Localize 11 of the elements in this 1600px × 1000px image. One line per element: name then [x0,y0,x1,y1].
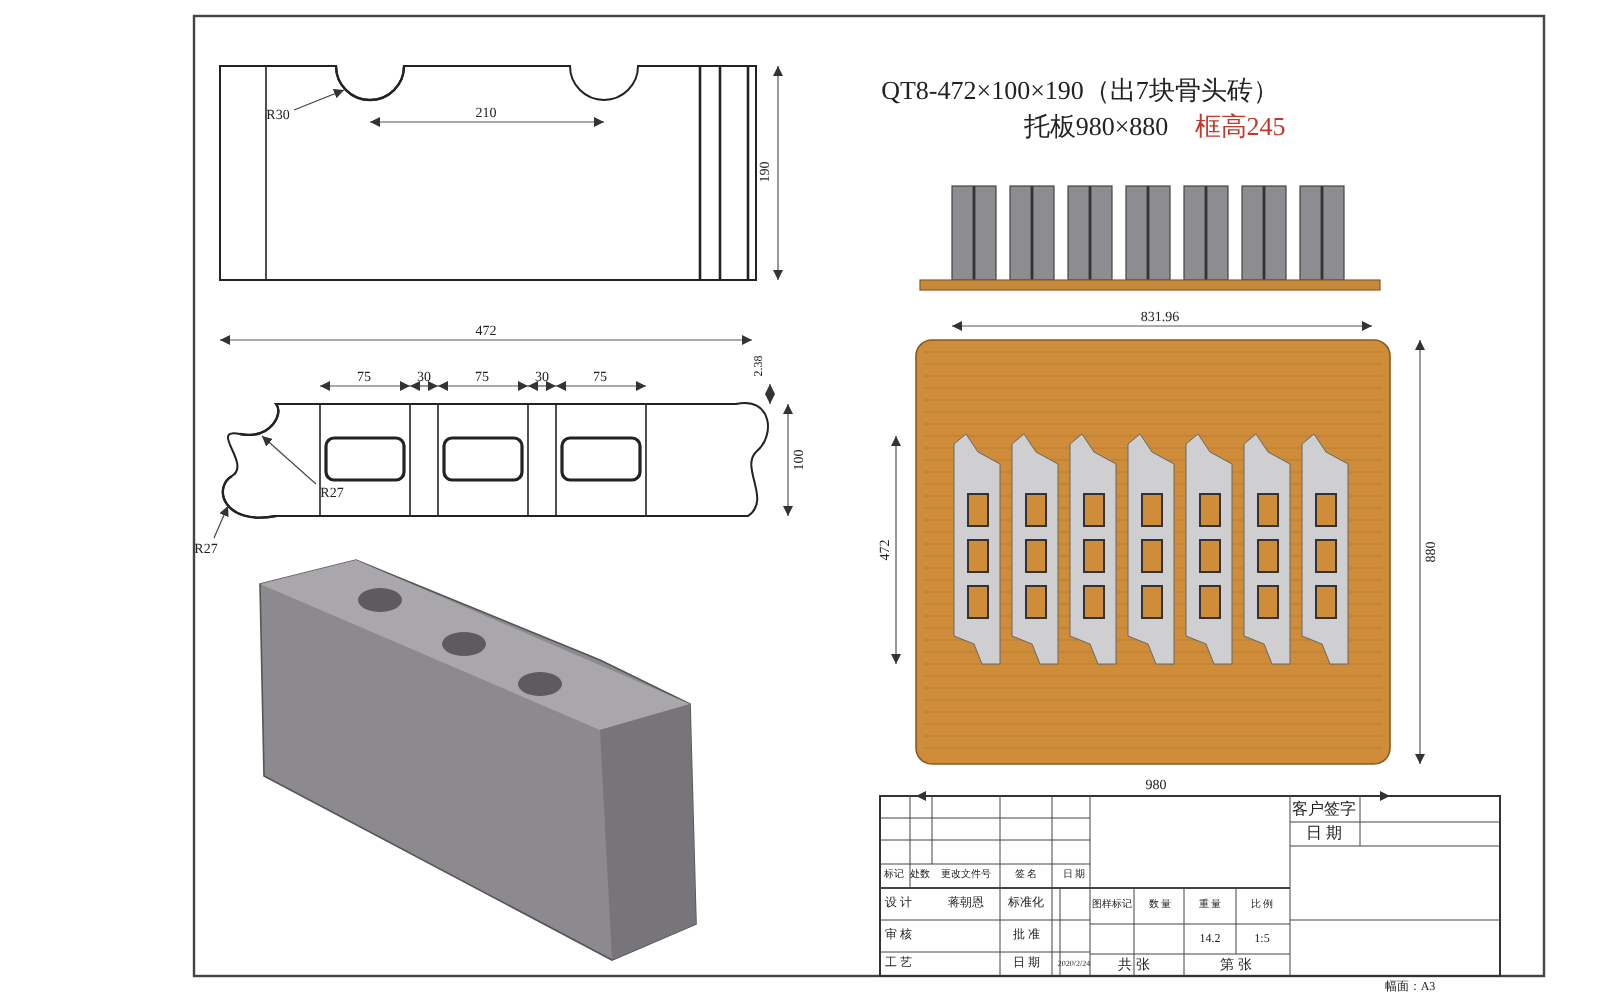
leader-line [293,89,345,111]
table-label: 日 期 [1306,826,1342,842]
notch-arc [239,403,280,436]
notch-arc [221,475,277,519]
table-label: 客户签字 [1292,802,1356,818]
notch-arc [334,65,406,102]
leader-line [261,435,317,485]
leader-line [213,505,229,539]
heading-text: QT8-472×100×190（出7块骨头砖） [881,77,1279,103]
heading-text: 框高245 [1194,113,1286,139]
heading-text: 托板980×880 [1023,113,1169,139]
